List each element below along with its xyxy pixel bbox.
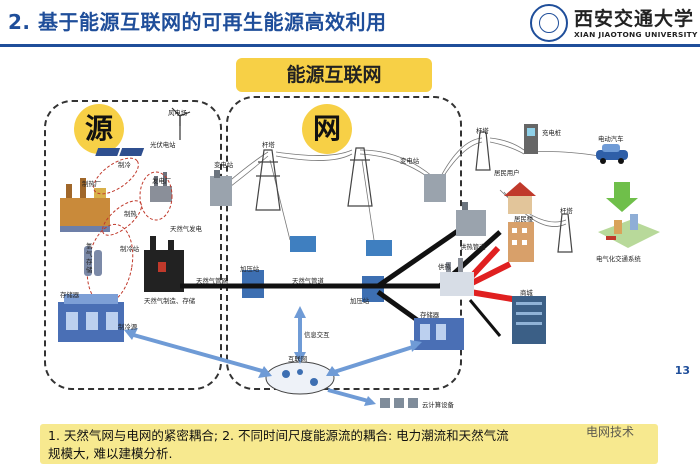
cooling-label: 制冷 [118, 161, 131, 169]
cloud-device-icon [380, 398, 418, 408]
compressor-station-2-label: 加压站 [350, 297, 370, 305]
network-region [226, 96, 462, 390]
wind-turbine-icon [171, 107, 191, 140]
gas-production-label: 天然气制造、存储 [144, 297, 196, 305]
transport-system-label: 电气化交通系统 [596, 255, 641, 263]
residential-user-label: 居民用户 [494, 169, 520, 177]
storage-2-label: 存储器 [420, 311, 440, 319]
heat-supply-pipe-label: 供热管道 [460, 243, 486, 251]
summary-note: 1. 天然气网与电网的紧密耦合; 2. 不同时间尺度能源流的耦合: 电力潮流和天… [40, 424, 658, 464]
storage-label: 存储器 [60, 291, 80, 299]
info-exchange-label: 信息交互 [304, 331, 330, 339]
wind-farm-label: 风电场 [168, 109, 188, 117]
cooling-station-icon [58, 294, 124, 342]
storage-right-icon [414, 318, 464, 350]
university-seal-icon [530, 4, 568, 42]
note-line-2: 规模大, 难以建模分析. [48, 446, 173, 461]
slide-title: 2. 基于能源互联网的可再生能源高效利用 [8, 10, 387, 34]
hydrogen-storage-label: 氢气存储 [86, 242, 93, 274]
solar-panel-icon [95, 148, 145, 156]
heat-pipe-plant-icon [456, 202, 486, 236]
title-divider [0, 44, 700, 47]
gas-pipeline-label: 天然气管道 [292, 277, 324, 285]
source-label: 源 [74, 104, 124, 154]
internet-cloud-icon [265, 361, 335, 395]
diagram-heading: 能源互联网 [236, 58, 432, 92]
substation-icon [210, 170, 232, 206]
university-logo: 西安交通大学 XIAN JIAOTONG UNIVERSITY [530, 2, 698, 44]
substation-2-icon [290, 174, 446, 256]
info-arrows [129, 312, 417, 404]
compressor-station-1-label: 加压站 [240, 265, 260, 273]
house-icon [504, 182, 536, 214]
transport-system-icon [598, 214, 660, 248]
green-arrow-icon [606, 182, 638, 212]
electric-car-icon [596, 144, 628, 164]
internet-label: 互联网 [288, 355, 308, 363]
network-label: 网 [302, 104, 352, 154]
gas-network-label: 天然气管网 [196, 277, 228, 285]
hydrogen-tank-icon [84, 246, 102, 276]
source-region [44, 100, 222, 390]
tower-2-label: 杆塔 [476, 127, 489, 135]
gas-production-icon [144, 236, 184, 292]
substation-1-label: 变电站 [214, 161, 234, 169]
mall-label: 商城 [520, 289, 533, 297]
page-number: 13 [674, 364, 690, 377]
heat-pipe-black [468, 299, 502, 337]
arrow-heads [124, 306, 422, 406]
cold-source-label: 制冷源 [118, 323, 138, 331]
watermark: 电网技术 [586, 425, 635, 439]
conversion-ellipses [86, 157, 173, 305]
transmission-tower-icon [255, 131, 573, 253]
tower-3-label: 杆塔 [560, 207, 573, 215]
power-plant-label: 发电厂 [152, 177, 172, 185]
heat-supply-plant-icon [440, 258, 474, 296]
apartment-icon [508, 222, 534, 262]
substation-2-label: 变电站 [400, 157, 420, 165]
logo-english-name: XIAN JIAOTONG UNIVERSITY [574, 30, 698, 39]
heat-label: 制热 [124, 210, 137, 218]
power-lines [225, 137, 601, 241]
tower-1-label: 杆塔 [262, 141, 275, 149]
pv-station-label: 光伏电站 [150, 141, 176, 149]
charging-pile-icon [524, 124, 538, 154]
gas-power-label: 天然气发电 [170, 225, 202, 233]
cooling-plant-label: 制冷站 [120, 245, 140, 253]
ev-label: 电动汽车 [598, 135, 624, 143]
residential-building-label: 居民楼 [514, 215, 534, 223]
cloud-label: 云计算设备 [422, 401, 454, 409]
logo-chinese-name: 西安交通大学 [574, 8, 695, 30]
power-plant-icon [150, 172, 172, 202]
heat-plant-label: 制热厂 [82, 180, 102, 188]
charging-pile-label: 充电桩 [542, 129, 562, 137]
mall-icon [512, 296, 546, 344]
heat-plant-icon [60, 178, 110, 232]
note-line-1: 1. 天然气网与电网的紧密耦合; 2. 不同时间尺度能源流的耦合: 电力潮流和天… [48, 428, 509, 443]
heat-supply-label: 供热 [438, 263, 451, 271]
heat-supply-lines [467, 245, 519, 303]
